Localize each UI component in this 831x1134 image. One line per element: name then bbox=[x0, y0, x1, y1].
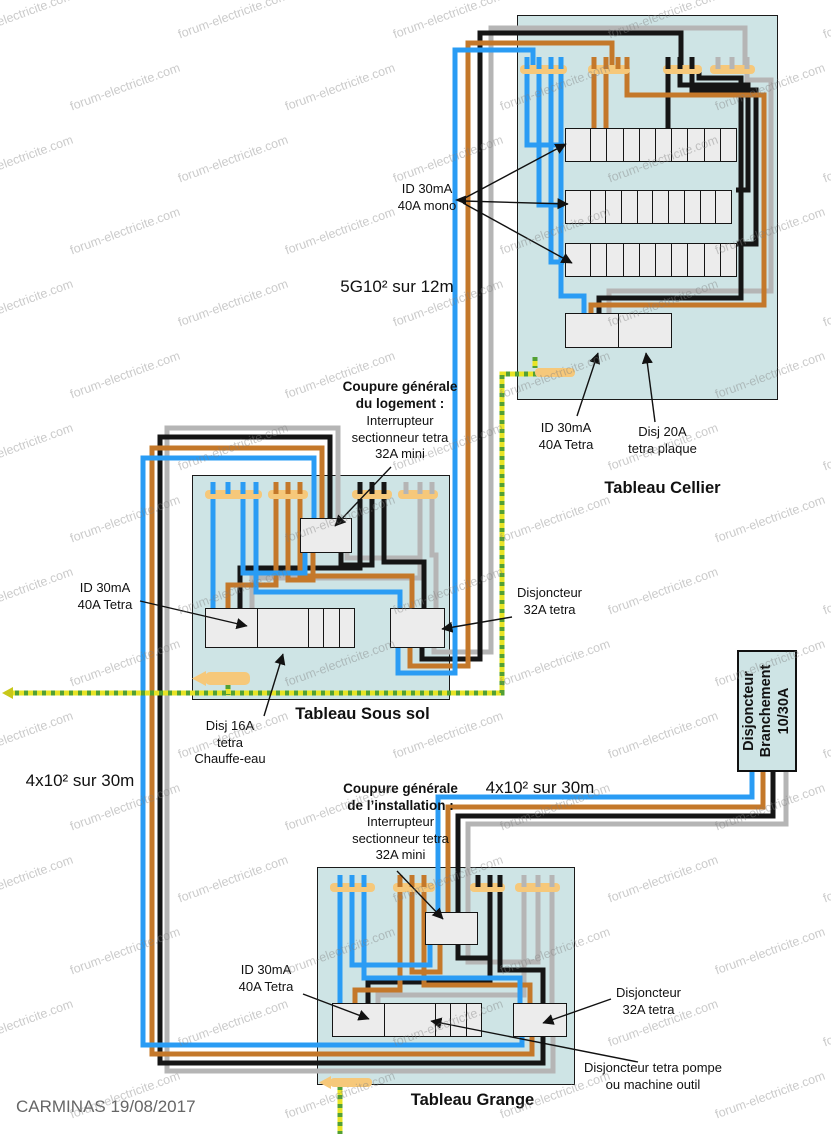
breaker-module bbox=[338, 609, 354, 647]
breaker-module bbox=[683, 191, 700, 223]
cellier-disj20-label: Disj 20A tetra plaque bbox=[628, 424, 697, 456]
breaker-module bbox=[323, 609, 338, 647]
busbar-taps bbox=[210, 57, 750, 887]
grange-disj32-label: Disjoncteur 32A tetra bbox=[615, 985, 682, 1017]
cable-4x10-grange-soussol-link bbox=[140, 425, 556, 1074]
ground-wires bbox=[2, 357, 538, 1134]
breaker-module bbox=[655, 129, 671, 161]
soussol-coupure-title: Coupure générale du logement : bbox=[342, 379, 458, 412]
breaker-module bbox=[638, 129, 655, 161]
breaker-module bbox=[590, 244, 606, 276]
breaker-module bbox=[687, 129, 703, 161]
soussol-disjoncteur-32a bbox=[390, 608, 445, 648]
breaker-module bbox=[622, 244, 639, 276]
soussol-title: Tableau Sous sol bbox=[295, 705, 430, 723]
cellier-id-tetra-label: ID 30mA 40A Tetra bbox=[538, 420, 594, 452]
breaker-module bbox=[605, 191, 621, 223]
author-date-caption: CARMINAS 19/08/2017 bbox=[16, 1097, 196, 1116]
breaker-module bbox=[606, 244, 622, 276]
soussol-internal-wires bbox=[210, 499, 439, 608]
breaker-module bbox=[383, 1004, 435, 1036]
breaker-module bbox=[671, 129, 687, 161]
breaker-module bbox=[618, 314, 671, 347]
cable-5g10-label: 5G10² sur 12m bbox=[340, 277, 454, 296]
breaker-module bbox=[465, 1004, 481, 1036]
grange-internal-wires bbox=[337, 892, 555, 1003]
grange-id-tetra-label: ID 30mA 40A Tetra bbox=[238, 962, 294, 994]
cellier-id-mono-label: ID 30mA 40A mono bbox=[397, 181, 457, 213]
cable-4x10-branchement-grange-link bbox=[435, 772, 789, 912]
cellier-breaker-row-3 bbox=[565, 243, 737, 277]
breaker-module bbox=[590, 129, 606, 161]
soussol-disj16-label: Disj 16A tetra Chauffe-eau bbox=[194, 718, 266, 767]
grange-disj-pompe-label: Disjoncteur tetra pompe ou machine outil bbox=[583, 1060, 722, 1092]
breaker-module bbox=[638, 244, 655, 276]
disjoncteur-branchement-box: Disjoncteur Branchement 10/30A bbox=[737, 650, 797, 772]
cellier-breaker-row-2 bbox=[565, 190, 732, 224]
breaker-module bbox=[699, 191, 716, 223]
grange-title: Tableau Grange bbox=[410, 1091, 535, 1109]
grange-coupure-detail: Interrupteur sectionneur tetra 32A mini bbox=[352, 814, 449, 863]
grange-interrupteur-sectionneur bbox=[425, 912, 478, 945]
breaker-module bbox=[622, 129, 639, 161]
soussol-disj32-label: Disjoncteur 32A tetra bbox=[516, 585, 583, 617]
breaker-module bbox=[636, 191, 653, 223]
annotation-arrows bbox=[139, 143, 656, 1063]
breaker-module bbox=[589, 191, 606, 223]
grange-coupure-title: Coupure générale de l’installation : bbox=[343, 781, 458, 814]
breaker-module bbox=[652, 191, 668, 223]
soussol-id-tetra-label: ID 30mA 40A Tetra bbox=[77, 580, 133, 612]
breaker-module bbox=[703, 244, 720, 276]
breaker-module bbox=[450, 1004, 465, 1036]
grange-disjoncteur-32a bbox=[513, 1003, 567, 1037]
breaker-module bbox=[687, 244, 703, 276]
cable-4x10-right-label: 4x10² sur 30m bbox=[485, 778, 595, 797]
breaker-module bbox=[715, 191, 731, 223]
soussol-breaker-row bbox=[205, 608, 355, 648]
cellier-title: Tableau Cellier bbox=[604, 479, 721, 497]
breaker-module bbox=[307, 609, 323, 647]
cable-5g10-cellier-link bbox=[395, 25, 748, 676]
breaker-module bbox=[256, 609, 308, 647]
arrow-convergence-head bbox=[455, 195, 466, 205]
breaker-module bbox=[703, 129, 720, 161]
breaker-module bbox=[671, 244, 687, 276]
cellier-internal-wires bbox=[524, 70, 774, 314]
breaker-module bbox=[620, 191, 637, 223]
breaker-module bbox=[668, 191, 684, 223]
breaker-module bbox=[719, 244, 736, 276]
breaker-module bbox=[655, 244, 671, 276]
breaker-module bbox=[719, 129, 736, 161]
cellier-breaker-row-1 bbox=[565, 128, 737, 162]
breaker-module bbox=[606, 129, 622, 161]
soussol-coupure-detail: Interrupteur sectionneur tetra 32A mini bbox=[351, 413, 449, 462]
cellier-id-disj20-row bbox=[565, 313, 672, 348]
cable-4x10-left-label: 4x10² sur 30m bbox=[25, 771, 135, 790]
